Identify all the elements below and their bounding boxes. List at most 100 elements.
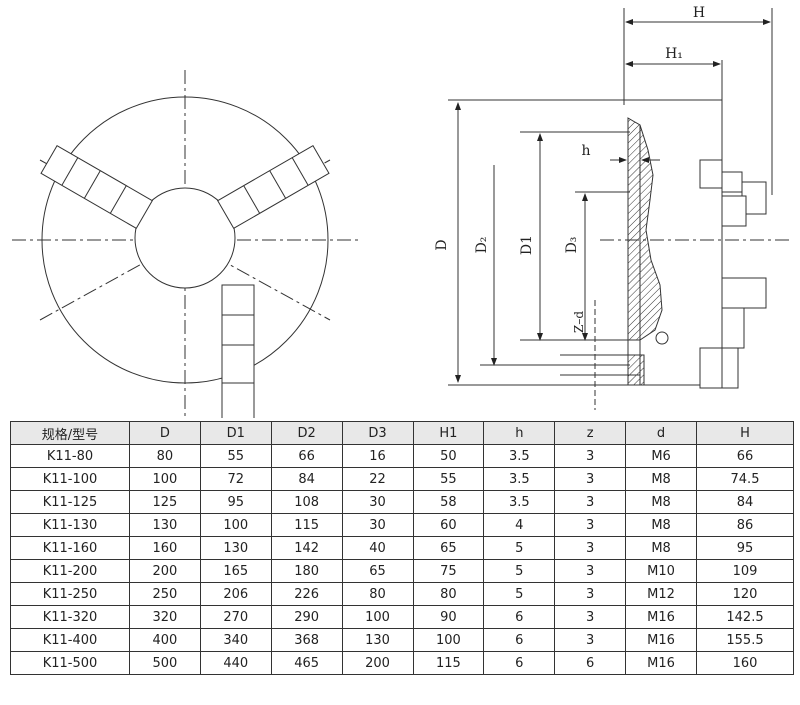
table-cell: 125 — [129, 490, 201, 514]
table-cell: 6 — [483, 605, 556, 629]
table-header-row: 规格/型号 D D1 D2 D3 H1 h z d H — [10, 421, 794, 445]
table-cell: 5 — [483, 559, 556, 583]
table-cell: 5 — [483, 582, 556, 606]
table-cell: 130 — [199, 536, 272, 560]
table-cell: 226 — [270, 582, 343, 606]
table-cell: M16 — [625, 605, 697, 629]
chuck-hub — [134, 187, 236, 289]
table-cell: 84 — [696, 490, 794, 514]
table-cell: 95 — [199, 490, 272, 514]
table-cell: K11-250 — [10, 582, 130, 606]
col-header: D — [129, 421, 201, 445]
table-cell: 3 — [554, 582, 627, 606]
table-cell: 6 — [554, 651, 627, 675]
col-header: H1 — [412, 421, 485, 445]
table-cell: 40 — [341, 536, 414, 560]
table-cell: 3 — [554, 628, 627, 652]
table-cell: 165 — [199, 559, 272, 583]
table-cell: 6 — [483, 628, 556, 652]
col-header: D1 — [199, 421, 272, 445]
table-cell: 3 — [554, 605, 627, 629]
table-cell: 100 — [129, 467, 201, 491]
side-jaw-top — [699, 159, 767, 227]
table-cell: 142 — [270, 536, 343, 560]
side-view — [448, 8, 790, 410]
label-D: D — [434, 239, 450, 250]
table-cell: 58 — [412, 490, 485, 514]
table-cell: 120 — [696, 582, 794, 606]
table-cell: 90 — [412, 605, 485, 629]
table-cell: K11-320 — [10, 605, 130, 629]
table-cell: K11-125 — [10, 490, 130, 514]
table-cell: M8 — [625, 467, 697, 491]
front-view — [12, 70, 358, 418]
table-cell: 108 — [270, 490, 343, 514]
table-cell: K11-100 — [10, 467, 130, 491]
label-H: H — [693, 5, 705, 21]
table-cell: 340 — [199, 628, 272, 652]
table-cell: 100 — [341, 605, 414, 629]
table-cell: 3.5 — [483, 467, 556, 491]
table-cell: 155.5 — [696, 628, 794, 652]
table-cell: 55 — [412, 467, 485, 491]
table-cell: 30 — [341, 513, 414, 537]
label-H1: H₁ — [665, 46, 683, 62]
table-cell: 160 — [696, 651, 794, 675]
table-cell: 5 — [483, 536, 556, 560]
table-cell: 130 — [341, 628, 414, 652]
table-cell: 3.5 — [483, 444, 556, 468]
label-D2: D₂ — [474, 237, 490, 254]
table-cell: 65 — [341, 559, 414, 583]
table-cell: K11-400 — [10, 628, 130, 652]
col-header: H — [696, 421, 794, 445]
table-cell: 206 — [199, 582, 272, 606]
col-header: h — [483, 421, 556, 445]
table-cell: 270 — [199, 605, 272, 629]
table-cell: M8 — [625, 513, 697, 537]
table-cell: 75 — [412, 559, 485, 583]
jaw-right — [217, 144, 330, 230]
col-header: D2 — [270, 421, 343, 445]
table-cell: 86 — [696, 513, 794, 537]
table-cell: M12 — [625, 582, 697, 606]
label-h: h — [581, 143, 590, 159]
col-header: z — [554, 421, 627, 445]
table-cell: K11-130 — [10, 513, 130, 537]
table-cell: 3 — [554, 559, 627, 583]
table-cell: 3 — [554, 490, 627, 514]
table-cell: 290 — [270, 605, 343, 629]
table-cell: 200 — [341, 651, 414, 675]
table-cell: 80 — [341, 582, 414, 606]
table-cell: 3 — [554, 444, 627, 468]
table-cell: M6 — [625, 444, 697, 468]
table-cell: K11-160 — [10, 536, 130, 560]
table-cell: 160 — [129, 536, 201, 560]
table-cell: 465 — [270, 651, 343, 675]
table-cell: 368 — [270, 628, 343, 652]
table-cell: 66 — [696, 444, 794, 468]
table-cell: 400 — [129, 628, 201, 652]
table-cell: 72 — [199, 467, 272, 491]
table-cell: 66 — [270, 444, 343, 468]
table-cell: K11-80 — [10, 444, 130, 468]
table-cell: 74.5 — [696, 467, 794, 491]
table-cell: 80 — [412, 582, 485, 606]
table-cell: 65 — [412, 536, 485, 560]
table-cell: 440 — [199, 651, 272, 675]
label-D1: D1 — [519, 235, 535, 255]
table-cell: 3 — [554, 467, 627, 491]
side-jaw-bottom — [699, 277, 767, 389]
col-header: D3 — [341, 421, 414, 445]
table-cell: 22 — [341, 467, 414, 491]
table-cell: 180 — [270, 559, 343, 583]
table-cell: 80 — [129, 444, 201, 468]
flange-section — [627, 117, 663, 341]
